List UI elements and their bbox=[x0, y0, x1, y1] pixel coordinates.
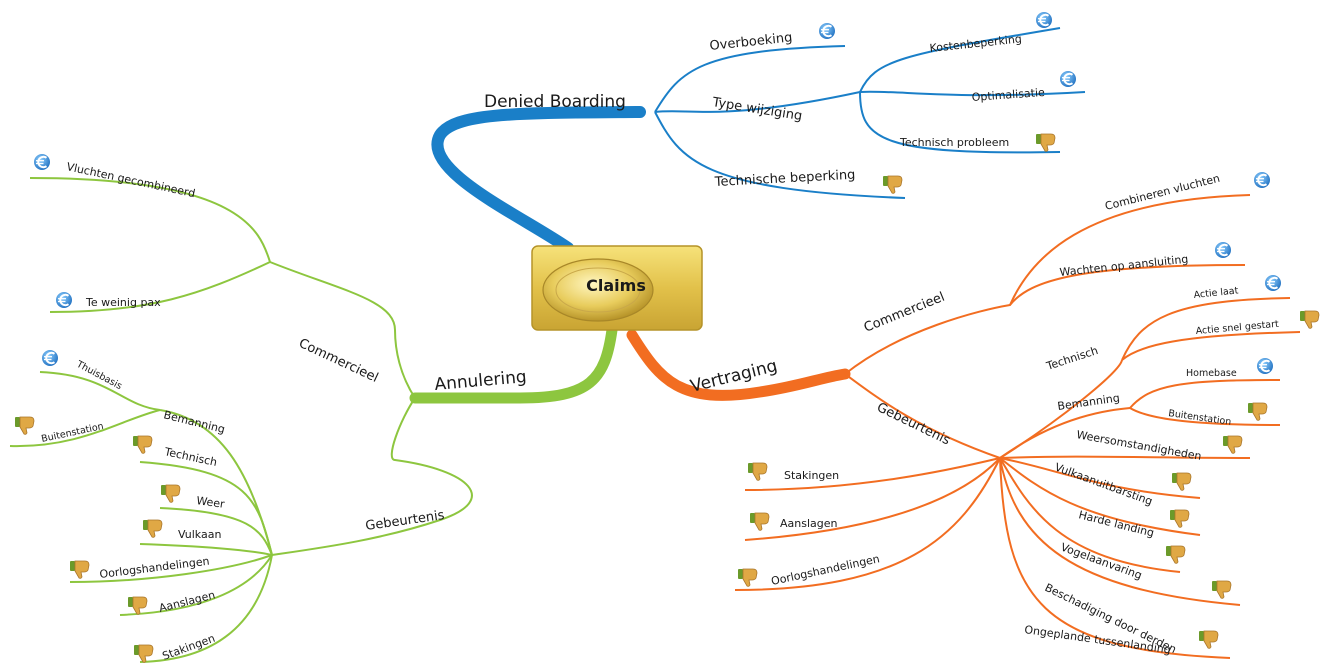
euro-icon bbox=[818, 22, 836, 40]
node-actie-laat[interactable]: Actie laat bbox=[1193, 285, 1239, 301]
thumbs-down-icon bbox=[1211, 580, 1232, 599]
node-vertraging-technisch[interactable]: Technisch bbox=[1044, 344, 1100, 373]
node-homebase[interactable]: Homebase bbox=[1186, 368, 1237, 379]
node-technisch-probleem[interactable]: Technisch probleem bbox=[899, 136, 1009, 149]
euro-icon bbox=[1059, 70, 1077, 88]
node-annulering-commercieel[interactable]: Commercieel bbox=[296, 336, 380, 386]
thumbs-down-icon bbox=[14, 416, 35, 435]
node-thuisbasis[interactable]: Thuisbasis bbox=[74, 358, 124, 392]
node-annulering-aanslagen[interactable]: Aanslagen bbox=[158, 588, 217, 615]
thumbs-down-icon bbox=[1171, 472, 1192, 491]
node-optimalisatie[interactable]: Optimalisatie bbox=[971, 86, 1045, 104]
euro-icon bbox=[1264, 274, 1282, 292]
branch-lines bbox=[9, 27, 1301, 663]
euro-icon bbox=[1253, 171, 1271, 189]
node-annulering-buitenstation[interactable]: Buitenstation bbox=[40, 421, 104, 445]
euro-icon bbox=[1256, 357, 1274, 375]
thumbs-down-icon bbox=[127, 596, 148, 615]
thumbs-down-icon bbox=[132, 435, 153, 454]
node-wachten-op-aansluiting[interactable]: Wachten op aansluiting bbox=[1059, 253, 1189, 279]
thumbs-down-icon bbox=[1247, 402, 1268, 421]
thumbs-down-icon bbox=[1299, 310, 1320, 329]
thumbs-down-icon bbox=[882, 175, 903, 194]
thumbs-down-icon bbox=[1198, 630, 1219, 649]
node-harde-landing[interactable]: Harde landing bbox=[1077, 508, 1155, 539]
node-vertraging-commercieel[interactable]: Commercieel bbox=[862, 290, 947, 336]
node-kostenbeperking[interactable]: Kostenbeperking bbox=[929, 32, 1022, 55]
central-label: Claims bbox=[586, 276, 646, 295]
node-annulering-bemanning[interactable]: Bemanning bbox=[162, 408, 226, 436]
trunk-denied-boarding bbox=[431, 106, 646, 254]
node-weer[interactable]: Weer bbox=[196, 494, 226, 511]
thumbs-down-icon bbox=[69, 560, 90, 579]
thumbs-down-icon bbox=[1165, 545, 1186, 564]
branch-denied-boarding[interactable]: Denied Boarding bbox=[484, 92, 626, 112]
branch-annulering[interactable]: Annulering bbox=[434, 367, 528, 395]
euro-icon bbox=[1214, 241, 1232, 259]
thumbs-down-icon bbox=[1035, 133, 1056, 152]
trunk-annulering bbox=[409, 324, 618, 404]
node-vertraging-stakingen[interactable]: Stakingen bbox=[784, 469, 839, 482]
node-vertraging-gebeurtenis[interactable]: Gebeurtenis bbox=[874, 400, 952, 448]
node-vertraging-buitenstation[interactable]: Buitenstation bbox=[1168, 408, 1232, 428]
node-type-wijziging[interactable]: Type wijziging bbox=[710, 95, 803, 124]
thumbs-down-icon bbox=[1169, 509, 1190, 528]
thumbs-down-icon bbox=[160, 484, 181, 503]
euro-icon bbox=[33, 153, 51, 171]
thumbs-down-icon bbox=[133, 644, 154, 663]
thumbs-down-icon bbox=[142, 519, 163, 538]
node-te-weinig-pax[interactable]: Te weinig pax bbox=[85, 296, 161, 309]
node-vulkaan[interactable]: Vulkaan bbox=[178, 528, 221, 541]
euro-icon bbox=[41, 349, 59, 367]
euro-icon bbox=[1035, 11, 1053, 29]
node-combineren-vluchten[interactable]: Combineren vluchten bbox=[1104, 172, 1222, 213]
node-ongeplande-tussenlanding[interactable]: Ongeplande tussenlanding bbox=[1024, 623, 1172, 656]
node-vertraging-aanslagen[interactable]: Aanslagen bbox=[780, 517, 838, 530]
thumbs-down-icon bbox=[737, 568, 758, 587]
thumbs-down-icon bbox=[749, 512, 770, 531]
central-node[interactable]: Claims bbox=[531, 245, 703, 331]
thumbs-down-icon bbox=[1222, 435, 1243, 454]
thumbs-down-icon bbox=[747, 462, 768, 481]
trunk-vertraging bbox=[626, 329, 851, 401]
node-technische-beperking[interactable]: Technische beperking bbox=[713, 168, 855, 190]
euro-icon bbox=[55, 291, 73, 309]
